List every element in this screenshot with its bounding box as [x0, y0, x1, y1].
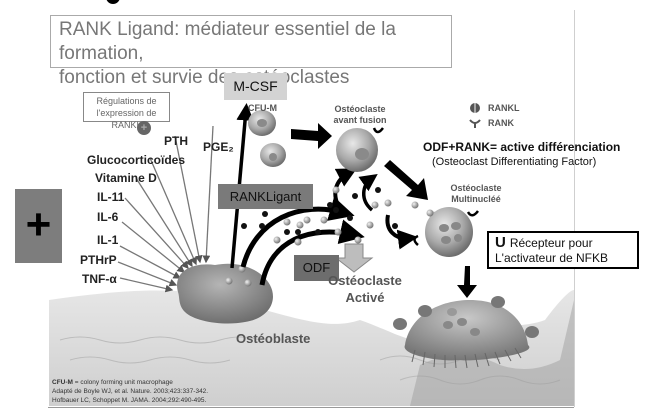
differentiation-arrow — [384, 160, 428, 200]
frame-divider — [574, 10, 575, 407]
active-osteoclast — [404, 300, 530, 361]
active-osteoclast-label-1: Ostéoclaste — [328, 273, 402, 288]
osteoblaste-label: Ostéoblaste — [236, 331, 311, 346]
preosteoclast-label-1: Ostéoclaste — [334, 104, 386, 114]
regulation-arrows — [117, 125, 214, 293]
references: CFU-M = colony forming unit macrophage A… — [52, 378, 208, 405]
multinucleated-label-1: Ostéoclaste — [450, 183, 502, 193]
legend-rank: RANK — [488, 118, 514, 128]
cropped-glyph — [106, 0, 120, 4]
odf-rank-annotation: ODF+RANK= active différenciation — [423, 140, 621, 154]
osteoblast-cell — [177, 263, 273, 324]
multinucleated-label-2: Multinucléé — [451, 194, 501, 204]
preosteoclast-label: Ostéoclaste avant fusion — [330, 104, 390, 126]
regulator-il-11: IL-11 — [97, 190, 125, 204]
regulator-pge2: PGE₂ — [203, 140, 234, 154]
abbr-bold: CFU-M — [52, 379, 73, 386]
activation-arrow-black — [457, 266, 477, 298]
plus-sign-box: + — [15, 189, 62, 263]
regulator-il-6: IL-6 — [97, 210, 119, 224]
plus-circle-icon: + — [137, 121, 151, 135]
rankl-particles — [241, 186, 437, 246]
regulator-glucocorticoides: Glucocorticoïdes — [87, 153, 186, 167]
plus-icon: + — [25, 200, 52, 249]
bone-texture — [59, 336, 561, 385]
rank-legend-icon — [469, 119, 481, 128]
multinucleated-label: Ostéoclaste Multinucléé — [446, 183, 506, 205]
reference-1: Adapté de Boyle WJ, et al. Nature. 2003;… — [52, 388, 209, 395]
title-line-1: RANK Ligand: médiateur essentiel de la f… — [59, 19, 396, 64]
regulator-il-1: IL-1 — [97, 233, 119, 247]
regulation-line-1: Régulations de — [96, 96, 157, 106]
activation-arrow — [334, 243, 374, 273]
preosteoclast-label-2: avant fusion — [333, 115, 387, 125]
odf-arrow-mid — [358, 173, 378, 212]
cfu-m-label: CFU-M — [248, 103, 277, 113]
regulation-box: Régulations de l'expression de RANKL — [83, 92, 170, 130]
receptor-line-1: Récepteur pour — [509, 236, 593, 250]
regulator-pthrp: PTHrP — [80, 253, 117, 267]
odf-label: ODF — [294, 255, 339, 281]
regulator-pth: PTH — [164, 134, 188, 148]
active-osteoclast-label: Ostéoclaste Activé — [320, 272, 410, 306]
reference-2: Hofbauer LC, Schoppet M. JAMA. 2004;292:… — [52, 397, 207, 404]
rank-receptor — [372, 127, 384, 134]
active-osteoclast-label-2: Activé — [345, 290, 385, 305]
multinucleated-osteoclast — [425, 207, 473, 257]
rankligant-label: RANKLigant — [218, 184, 313, 209]
abbr-text: = colony forming unit macrophage — [72, 379, 173, 386]
rankl-arrow-1 — [240, 196, 355, 268]
mcsf-label: M-CSF — [224, 73, 287, 100]
title-box: RANK Ligand: médiateur essentiel de la f… — [50, 15, 452, 88]
bone-surface — [49, 290, 574, 406]
regulation-line-2: l'expression de RANKL — [96, 108, 157, 130]
receptor-line-2: L'activateur de NFKB — [495, 251, 609, 265]
fusion-arrow — [291, 123, 332, 149]
regulator-vitamine-d: Vitamine D — [95, 171, 157, 185]
legend-rankl: RANKL — [488, 103, 520, 113]
odf-definition: (Osteoclast Differentiating Factor) — [432, 156, 597, 168]
receptor-symbol-icon: U — [495, 234, 506, 251]
bone-dark-texture — [410, 300, 574, 406]
regulator-tnf-alpha: TNF-α — [82, 272, 117, 286]
